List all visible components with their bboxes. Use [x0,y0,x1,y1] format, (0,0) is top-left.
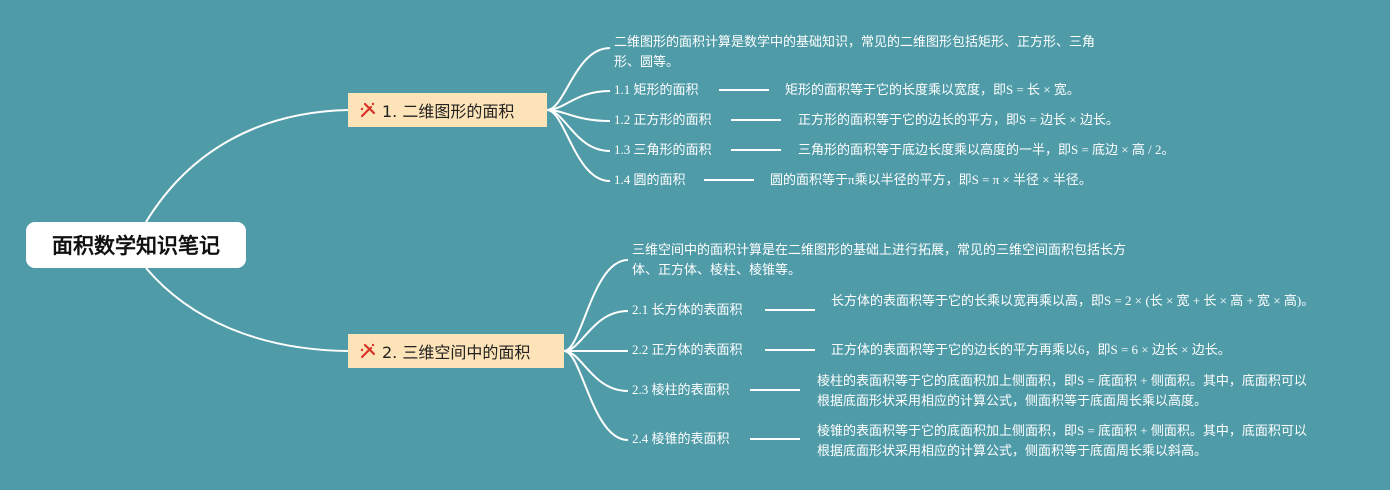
leaf-detail-square: 正方形的面积等于它的边长的平方，即S = 边长 × 边长。 [798,112,1119,127]
leaf-detail-circle: 圆的面积等于π乘以半径的平方，即S = π × 半径 × 半径。 [770,172,1092,187]
branch-label: 1. 二维图形的面积 [382,102,515,121]
leaf-label-cuboid[interactable]: 2.1 长方体的表面积 [632,302,743,317]
hammer-pick-icon [360,102,376,118]
connector-b1-intro [546,47,611,111]
leaf-detail-pyramid: 棱锥的表面积等于它的底面积加上侧面积，即S = 底面积 + 侧面积。其中，底面积… [817,423,1307,458]
leaf-detail-triangle: 三角形的面积等于底边长度乘以高度的一半，即S = 底边 × 高 / 2。 [798,142,1175,157]
root-title: 面积数学知识笔记 [52,234,220,258]
leaf-label-pyramid[interactable]: 2.4 棱锥的表面积 [632,431,730,446]
leaf-label-circle[interactable]: 1.4 圆的面积 [614,172,686,187]
connector-b2-item3 [563,350,629,392]
leaf-detail-prism: 棱柱的表面积等于它的底面积加上侧面积，即S = 底面积 + 侧面积。其中，底面积… [817,373,1307,408]
branch-node-3d-area[interactable]: 2. 三维空间中的面积 [348,334,564,368]
connector-b1-item4 [546,109,611,182]
leaf-label-rectangle[interactable]: 1.1 矩形的面积 [614,82,699,97]
branch-node-2d-area[interactable]: 1. 二维图形的面积 [348,93,547,127]
leaf-detail-cuboid: 长方体的表面积等于它的长乘以宽再乘以高，即S = 2 × (长 × 宽 + 长 … [831,293,1315,308]
leaf-detail-rectangle: 矩形的面积等于它的长度乘以宽度，即S = 长 × 宽。 [785,82,1080,97]
root-node[interactable]: 面积数学知识笔记 [26,222,246,268]
connector-b2-intro [563,259,629,352]
connector-b1-item1 [546,90,611,111]
leaf-label-triangle[interactable]: 1.3 三角形的面积 [614,142,712,157]
intro-text-3d: 三维空间中的面积计算是在二维图形的基础上进行拓展，常见的三维空间面积包括长方体、… [632,242,1127,277]
connector-root-branch-1 [145,109,349,223]
leaf-label-cube[interactable]: 2.2 正方体的表面积 [632,342,743,357]
leaf-detail-cube: 正方体的表面积等于它的边长的平方再乘以6，即S = 6 × 边长 × 边长。 [831,342,1231,357]
intro-text-2d: 二维图形的面积计算是数学中的基础知识，常见的二维图形包括矩形、正方形、三角形、圆… [614,34,1096,69]
connector-b2-item4 [563,350,629,441]
branch-label: 2. 三维空间中的面积 [382,343,531,362]
connector-b2-item1 [563,310,629,352]
leaf-label-prism[interactable]: 2.3 棱柱的表面积 [632,382,730,397]
hammer-pick-icon [360,343,376,359]
leaf-label-square[interactable]: 1.2 正方形的面积 [614,112,712,127]
connector-root-branch-2 [145,267,349,352]
